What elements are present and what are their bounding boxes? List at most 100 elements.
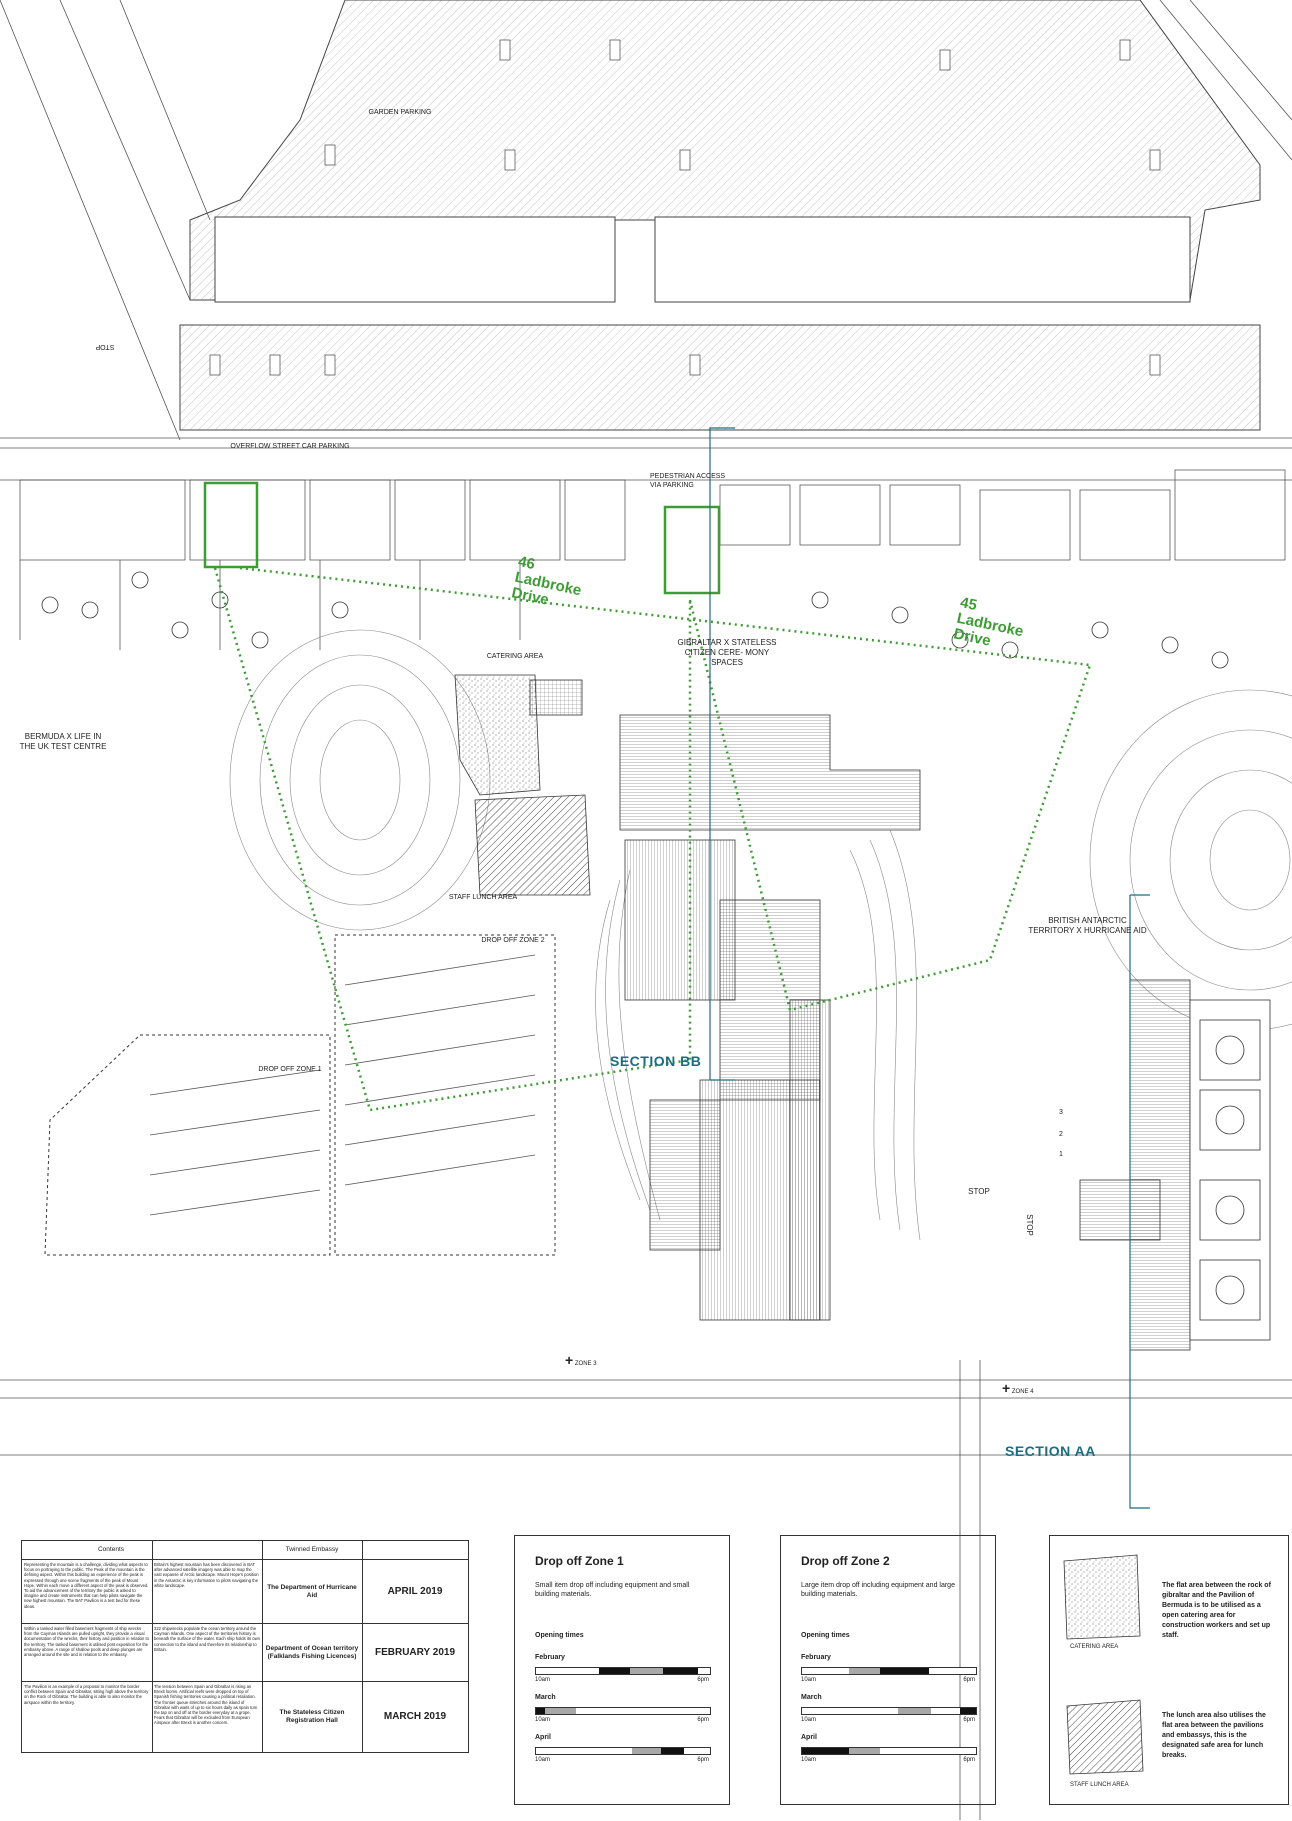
staff-lunch-zone bbox=[474, 794, 591, 896]
zone-1-opening-label: Opening times bbox=[535, 1632, 584, 1639]
row-date: FEBRUARY 2019 bbox=[374, 1647, 456, 1659]
zone-1-end-time: 6pm bbox=[697, 1677, 709, 1683]
step-1-label: 1 bbox=[1059, 1151, 1063, 1158]
zone-1-month-label: April bbox=[535, 1734, 551, 1741]
zone-1-title: Drop off Zone 1 bbox=[535, 1554, 624, 1568]
zone-2-opening-label: Opening times bbox=[801, 1632, 850, 1639]
zone-1-end-time: 6pm bbox=[697, 1757, 709, 1763]
table-row: Within a tanked water filled basement fr… bbox=[22, 1623, 468, 1682]
parked-cars bbox=[209, 39, 1161, 376]
zone-2-end-time: 6pm bbox=[963, 1677, 975, 1683]
timeline-segment bbox=[536, 1708, 545, 1714]
drop-zone-bays bbox=[149, 954, 536, 1216]
zone-2-month-label: February bbox=[801, 1654, 831, 1661]
section-aa-label: SECTION AA bbox=[1005, 1443, 1096, 1459]
zone-3-marker: + ZONE 3 bbox=[565, 1352, 597, 1368]
table-row: Representing the mountain is a challenge… bbox=[22, 1559, 468, 1624]
area-legend-panel: CATERING AREA The flat area between the … bbox=[1049, 1535, 1289, 1805]
zone-1-timeline-bar bbox=[535, 1707, 711, 1715]
british-antarctic-label: BRITISH ANTARCTIC TERRITORY X HURRICANE … bbox=[1028, 916, 1147, 935]
zone-2-month-label: April bbox=[801, 1734, 817, 1741]
row-date: MARCH 2019 bbox=[383, 1711, 447, 1723]
staff-lunch-label: STAFF LUNCH AREA bbox=[448, 894, 518, 901]
row-embassy: Department of Ocean territory (Falklands… bbox=[265, 1645, 359, 1660]
catering-area-caption: CATERING AREA bbox=[1070, 1644, 1119, 1650]
row-text-b: Britain's highest mountain has been disc… bbox=[154, 1562, 259, 1588]
row-embassy: The Department of Hurricane Aid bbox=[267, 1584, 357, 1599]
zone-1-start-time: 10am bbox=[535, 1717, 551, 1723]
zone-1-description: Small item drop off including equipment … bbox=[535, 1582, 690, 1598]
zone-4-marker: + ZONE 4 bbox=[1002, 1380, 1034, 1396]
zone-1-month-label: March bbox=[535, 1694, 556, 1701]
row-embassy: The Stateless Citizen Registration Hall bbox=[279, 1709, 345, 1724]
section-bb-label: SECTION BB bbox=[610, 1053, 702, 1069]
zone-2-end-time: 6pm bbox=[963, 1757, 975, 1763]
staff-lunch-caption: STAFF LUNCH AREA bbox=[1070, 1782, 1129, 1788]
timeline-segment bbox=[897, 1708, 931, 1714]
timeline-segment bbox=[848, 1748, 881, 1754]
catering-area-label: CATERING AREA bbox=[486, 653, 544, 660]
drop-off-zone-1-panel: Drop off Zone 1 Small item drop off incl… bbox=[514, 1535, 730, 1805]
garden-parking-label: GARDEN PARKING bbox=[368, 109, 432, 116]
row-text-b: 322 shipwrecks populate the ocean territ… bbox=[154, 1626, 260, 1652]
timeline-segment bbox=[661, 1748, 684, 1754]
row-text-a: Representing the mountain is a challenge… bbox=[24, 1562, 149, 1609]
step-2-label: 2 bbox=[1059, 1131, 1063, 1138]
bermuda-pavilion-label: BERMUDA X LIFE IN THE UK TEST CENTRE bbox=[19, 732, 107, 751]
zone-2-month-label: March bbox=[801, 1694, 822, 1701]
timeline-segment bbox=[663, 1668, 698, 1674]
pavilion-buildings bbox=[619, 714, 1271, 1351]
catering-area-swatch bbox=[1063, 1554, 1141, 1640]
staff-lunch-description: The lunch area also utilises the flat ar… bbox=[1162, 1712, 1266, 1759]
overflow-parking-label: OVERFLOW STREET CAR PARKING bbox=[230, 443, 350, 450]
table-row: The Pavilion is an example of a proposal… bbox=[22, 1681, 468, 1752]
timeline-segment bbox=[631, 1748, 662, 1754]
gibraltar-pavilion-label: GIBRALTAR X STATELESS CITIZEN CERE- MONY… bbox=[677, 638, 777, 667]
zone-2-title: Drop off Zone 2 bbox=[801, 1554, 890, 1568]
timeline-segment bbox=[544, 1708, 576, 1714]
stop-marking-right-vertical: STOP bbox=[1025, 1214, 1034, 1236]
row-text-a: Within a tanked water filled basement fr… bbox=[24, 1626, 149, 1658]
drop-off-zone-2-panel: Drop off Zone 2 Large item drop off incl… bbox=[780, 1535, 996, 1805]
zone-1-timeline-bar bbox=[535, 1747, 711, 1755]
contents-header: Contents bbox=[97, 1546, 125, 1553]
catering-area-zone bbox=[454, 674, 583, 796]
zone-2-end-time: 6pm bbox=[963, 1717, 975, 1723]
zone-1-timeline-bar bbox=[535, 1667, 711, 1675]
embassy-header: Twinned Embassy bbox=[285, 1546, 339, 1553]
zone-1-start-time: 10am bbox=[535, 1757, 551, 1763]
section-lines bbox=[709, 427, 1150, 1509]
zone-2-description: Large item drop off including equipment … bbox=[801, 1582, 955, 1598]
staff-lunch-swatch bbox=[1066, 1699, 1144, 1775]
timeline-segment bbox=[848, 1668, 881, 1674]
contents-table: Contents Twinned Embassy Representing th… bbox=[21, 1540, 469, 1753]
timeline-segment bbox=[598, 1668, 630, 1674]
timeline-segment bbox=[880, 1668, 930, 1674]
timeline-segment bbox=[960, 1708, 976, 1714]
pedestrian-access-label: PEDESTRIAN ACCESS VIA PARKING bbox=[650, 473, 726, 489]
stop-marking: STOP bbox=[95, 343, 115, 350]
row-date: APRIL 2019 bbox=[387, 1586, 443, 1598]
step-3-label: 3 bbox=[1059, 1109, 1063, 1116]
zone-2-start-time: 10am bbox=[801, 1757, 817, 1763]
zone-2-start-time: 10am bbox=[801, 1677, 817, 1683]
catering-area-description: The flat area between the rock of gibral… bbox=[1162, 1582, 1271, 1639]
zone-2-start-time: 10am bbox=[801, 1717, 817, 1723]
green-highlights bbox=[203, 481, 1092, 1112]
zone-2-timeline-bar bbox=[801, 1747, 977, 1755]
drop-off-zone-2-label: DROP OFF ZONE 2 bbox=[481, 937, 545, 944]
row-text-b: The tension between Spain and Gibraltar … bbox=[154, 1684, 258, 1726]
drop-off-zone-1-label: DROP OFF ZONE 1 bbox=[258, 1066, 322, 1073]
timeline-segment bbox=[629, 1668, 663, 1674]
stop-marking-right: STOP bbox=[968, 1187, 990, 1196]
zone-1-end-time: 6pm bbox=[697, 1717, 709, 1723]
zone-2-timeline-bar bbox=[801, 1667, 977, 1675]
trees bbox=[41, 571, 1229, 669]
timeline-segment bbox=[802, 1748, 849, 1754]
row-text-a: The Pavilion is an example of a proposal… bbox=[24, 1684, 149, 1705]
garden-parking-area bbox=[179, 0, 1261, 431]
drop-off-zones bbox=[44, 934, 556, 1256]
terraced-houses bbox=[19, 469, 1286, 650]
